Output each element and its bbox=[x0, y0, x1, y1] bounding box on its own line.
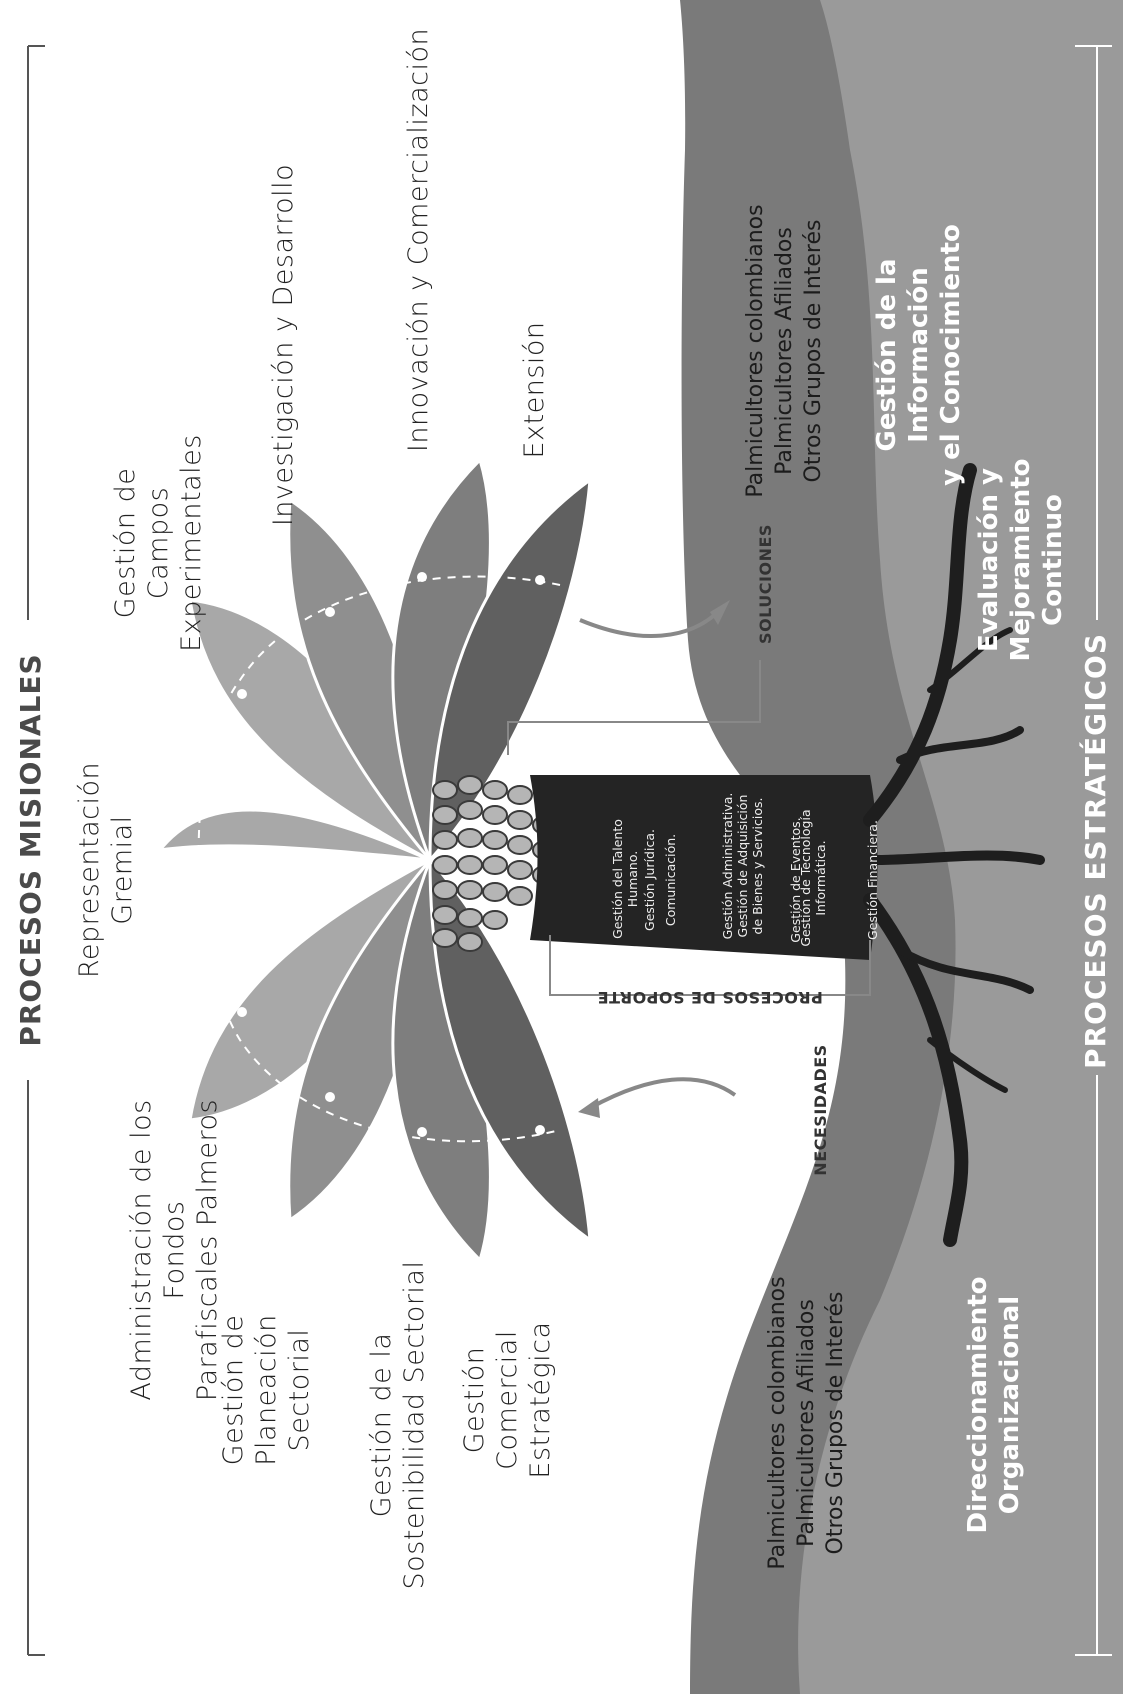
mission-planeacion-sectorial: Gestión de Planeación Sectorial bbox=[217, 1314, 315, 1466]
arc-dots bbox=[190, 572, 545, 1137]
support-financiera: Gestión Financiera. bbox=[864, 820, 880, 940]
mission-administracion-fondos: Administración de los Fondos Parafiscale… bbox=[125, 1098, 223, 1402]
mission-extension: Extensión bbox=[518, 321, 550, 459]
support-tecnologia: Gestión de Tecnología Informática. bbox=[798, 809, 828, 947]
soluciones-connector bbox=[507, 660, 761, 755]
necesidades-label: NECESIDADES bbox=[810, 1044, 830, 1176]
arrow-soluciones-head bbox=[710, 600, 730, 625]
palm-roots bbox=[863, 463, 1045, 1247]
mission-gestion-campos: Gestión de Campos Experimentales bbox=[109, 434, 207, 652]
mission-representacion-gremial: Representación Gremial bbox=[74, 761, 138, 979]
soluciones-list: Palmicultores colombianos Palmicultores … bbox=[742, 204, 826, 498]
mission-investigacion: Investigación y Desarrollo bbox=[267, 163, 299, 527]
title-procesos-de-soporte: PROCESOS DE SOPORTE bbox=[597, 988, 823, 1007]
arrow-soluciones bbox=[579, 608, 722, 638]
support-bracket bbox=[549, 935, 871, 996]
strategic-evaluacion-mejoramiento: Evaluación y Mejoramiento Continuo bbox=[974, 458, 1068, 662]
right-bracket bbox=[1075, 45, 1112, 1656]
support-juridica: Gestión Jurídica. bbox=[641, 829, 657, 931]
mission-innovacion: Innovación y Comercialización bbox=[402, 27, 434, 453]
arrow-necesidades-head bbox=[578, 1098, 600, 1118]
soluciones-label: SOLUCIONES bbox=[755, 524, 775, 644]
support-talento-humano: Gestión del Talento Humano. bbox=[610, 819, 640, 939]
mission-comercial-estrategica: Gestión Comercial Estratégica bbox=[458, 1321, 556, 1479]
support-administrativa-adquisicion: Gestión Administrativa. Gestión de Adqui… bbox=[719, 792, 765, 940]
dashed-arc bbox=[197, 575, 561, 1143]
arrow-necesidades bbox=[589, 1077, 737, 1110]
left-bracket bbox=[27, 45, 45, 1656]
ground-band-light bbox=[798, 0, 1123, 1694]
necesidades-list: Palmicultores colombianos Palmicultores … bbox=[764, 1276, 848, 1570]
strategic-direccionamiento: Direccionamiento Organizacional bbox=[963, 1276, 1025, 1534]
fruit-bunch bbox=[432, 775, 558, 952]
title-procesos-estrategicos: PROCESOS ESTRATÉGICOS bbox=[1078, 632, 1112, 1070]
title-procesos-misionales: PROCESOS MISIONALES bbox=[13, 653, 47, 1047]
mission-sostenibilidad: Gestión de la Sostenibilidad Sectorial bbox=[366, 1260, 430, 1590]
strategic-gestion-informacion: Gestión de la Información y el Conocimie… bbox=[872, 224, 966, 486]
support-comunicacion: Comunicación. bbox=[662, 833, 678, 927]
palm-trunk bbox=[530, 775, 878, 960]
